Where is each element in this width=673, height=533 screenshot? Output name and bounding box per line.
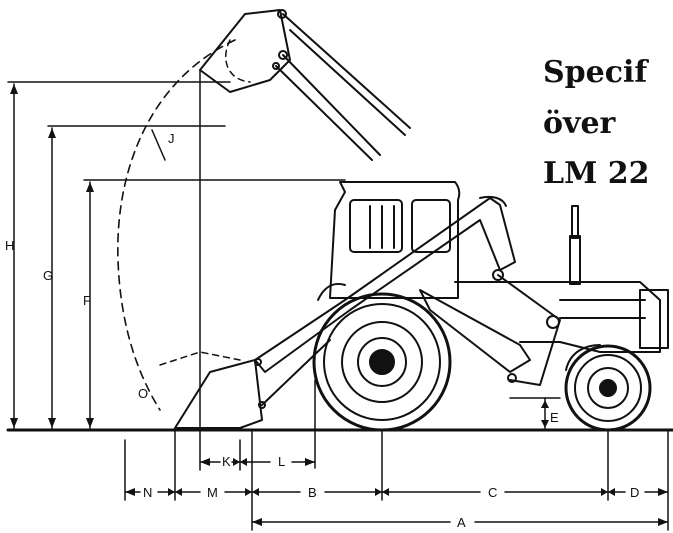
label-h: H	[5, 238, 14, 253]
tractor-cab	[329, 181, 461, 299]
label-e: E	[550, 410, 559, 425]
rear-wheel	[312, 292, 452, 432]
label-d: D	[630, 485, 639, 500]
lowered-bucket-dash	[159, 351, 241, 366]
label-k: K	[222, 454, 231, 469]
lowered-bucket	[174, 359, 263, 429]
raised-bucket	[199, 9, 291, 93]
label-c: C	[488, 485, 497, 500]
label-n: N	[143, 485, 152, 500]
label-m: M	[207, 485, 218, 500]
title-line-3: LM 22	[543, 156, 650, 191]
raised-bucket-dash	[225, 39, 251, 83]
label-f: F	[83, 293, 91, 308]
title-line-1: Specif	[543, 55, 649, 90]
exhaust-stack	[569, 235, 581, 285]
front-wheel	[564, 344, 652, 432]
label-o: O	[138, 386, 148, 401]
label-a: A	[457, 515, 466, 530]
title-line-2: över	[543, 106, 617, 141]
tractor-hood	[454, 281, 661, 353]
label-j: J	[168, 131, 175, 146]
loader-boom	[254, 197, 516, 373]
bucket-lift-arc	[117, 39, 236, 411]
label-g: G	[43, 268, 53, 283]
label-l: L	[278, 454, 285, 469]
label-b: B	[308, 485, 317, 500]
